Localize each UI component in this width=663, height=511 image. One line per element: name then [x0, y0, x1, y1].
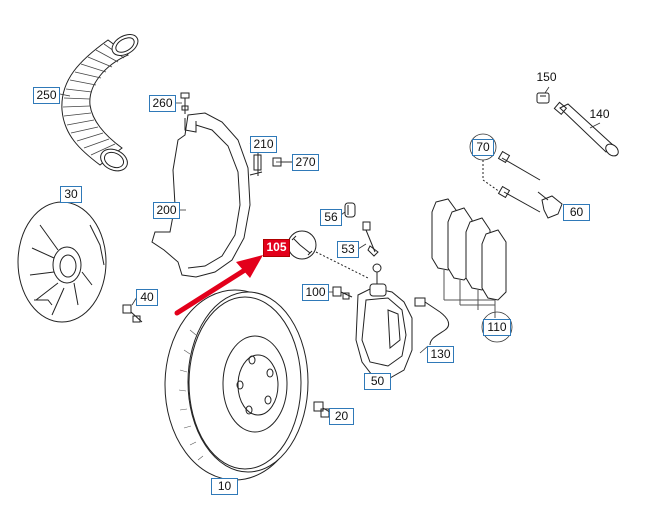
- wear-sensor-130: [414, 297, 450, 346]
- callout-210[interactable]: 210: [250, 136, 277, 153]
- guide-pin-140: [553, 101, 619, 157]
- callout-105[interactable]: 105: [263, 239, 290, 257]
- bolt-260: [180, 92, 190, 114]
- callout-150[interactable]: 150: [536, 70, 557, 84]
- callout-ring-110: [481, 311, 513, 343]
- callout-250[interactable]: 250: [33, 87, 60, 104]
- caliper-50: [355, 263, 413, 379]
- callout-30[interactable]: 30: [60, 186, 82, 203]
- callout-270[interactable]: 270: [292, 154, 319, 171]
- brake-pads-110: [431, 198, 507, 318]
- callout-110[interactable]: 110: [483, 319, 511, 336]
- splash-shield-200: [151, 112, 263, 278]
- callout-40[interactable]: 40: [136, 289, 158, 306]
- bolt-40: [122, 304, 143, 323]
- callout-10[interactable]: 10: [211, 478, 238, 495]
- callout-100[interactable]: 100: [302, 284, 329, 301]
- highlight-arrow: [174, 255, 263, 316]
- callout-20[interactable]: 20: [329, 408, 354, 425]
- callout-60[interactable]: 60: [563, 204, 590, 221]
- spring-clip-60: [537, 191, 563, 219]
- callout-140[interactable]: 140: [589, 107, 610, 121]
- bleeder-cap-56: [344, 202, 356, 218]
- bleeder-screw-53: [362, 221, 379, 257]
- cap-150: [536, 92, 550, 104]
- brake-disc-10: [164, 289, 309, 481]
- callout-ring-70: [469, 133, 497, 161]
- callout-53[interactable]: 53: [337, 241, 359, 258]
- callout-260[interactable]: 260: [149, 95, 176, 112]
- callout-130[interactable]: 130: [427, 346, 454, 363]
- air-duct-250: [61, 34, 139, 172]
- dust-shield-30: [17, 201, 107, 323]
- callout-200[interactable]: 200: [153, 202, 180, 219]
- guide-bolts-70: [482, 150, 541, 213]
- callout-70[interactable]: 70: [472, 139, 494, 156]
- bolt-100: [332, 286, 353, 300]
- callout-56[interactable]: 56: [320, 209, 342, 226]
- clip-210: [253, 152, 262, 176]
- callout-50[interactable]: 50: [364, 373, 391, 390]
